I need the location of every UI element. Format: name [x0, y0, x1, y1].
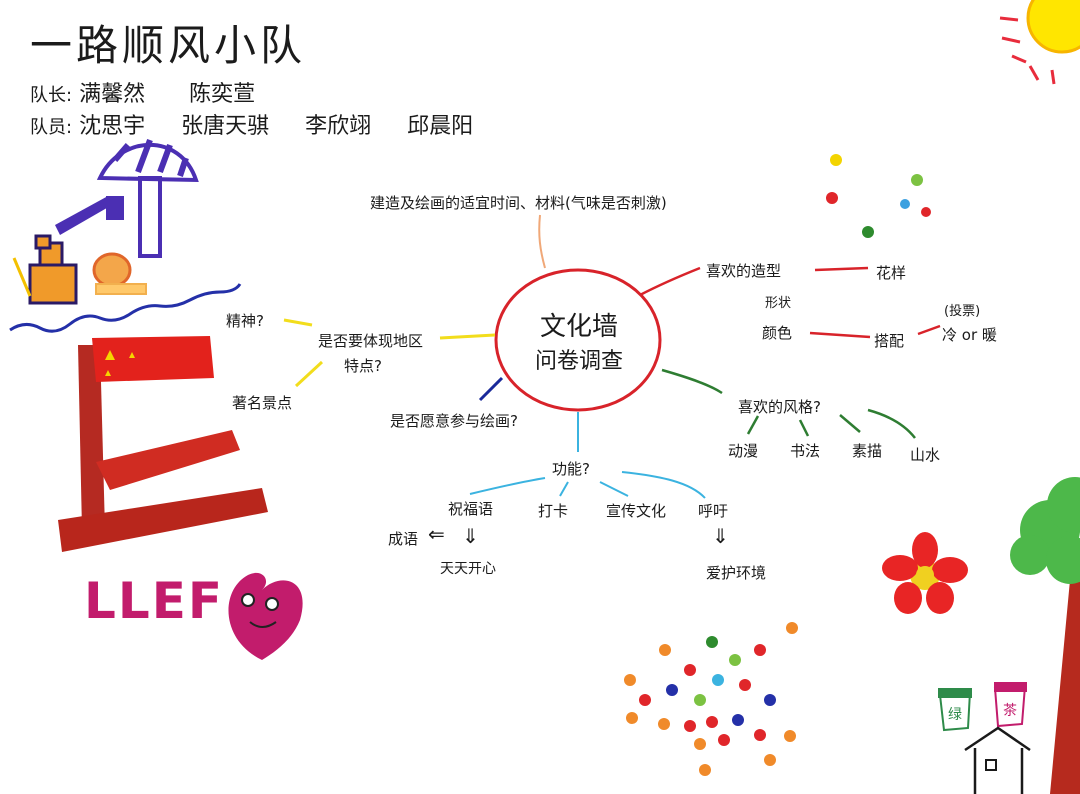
bottom-child-4: 呼吁	[698, 502, 729, 520]
team-name: 一路顺风小队	[30, 21, 307, 70]
captain-2: 陈奕萱	[189, 82, 256, 107]
right-top-child-line-3	[917, 324, 941, 336]
left-branch-line2: 特点?	[344, 357, 382, 375]
left-child-1: 精神?	[226, 312, 264, 330]
left-bottom-branch-node: 是否愿意参与绘画?	[390, 412, 518, 430]
member-2: 张唐天骐	[181, 114, 270, 139]
down-arrow-icon: ⇓	[462, 524, 479, 548]
center-circle	[494, 268, 662, 412]
center-line-1: 文化墙	[539, 312, 618, 342]
umbrella-icon	[55, 138, 199, 258]
style-child-3: 素描	[852, 442, 883, 460]
cup-label-2: 茶	[1003, 703, 1017, 719]
bottom-child-line-1	[469, 477, 546, 495]
right-top-child-line-2	[809, 331, 871, 339]
house-icon	[964, 726, 1031, 794]
bottom-child-line-3	[599, 481, 629, 497]
bottom-child-3: 宣传文化	[606, 502, 667, 520]
top-branch-line	[538, 214, 546, 269]
style-child-2: 书法	[790, 442, 821, 460]
vote-node: (投票)	[944, 304, 981, 319]
china-flag-icon	[58, 336, 268, 552]
bottom-child-line-2	[559, 481, 569, 497]
member-4: 邱晨阳	[407, 114, 474, 139]
right-bottom-branch-line	[661, 368, 723, 395]
left-bottom-branch-line	[478, 376, 504, 402]
cup-label-1: 绿	[948, 707, 962, 723]
bottom-child-2: 打卡	[538, 502, 569, 520]
member-row: 队员: 沈思宇 张唐天骐 李欣翊 邱晨阳	[30, 108, 473, 140]
left-branch-line	[439, 333, 496, 340]
top-branch-node: 建造及绘画的适宜时间、材料(气味是否刺激)	[370, 194, 667, 212]
wavy-line	[9, 283, 242, 333]
captain-row: 队长: 满馨然 陈奕萱	[30, 76, 255, 108]
right-bottom-child-line-4	[867, 408, 916, 439]
pattern-node: 花样	[876, 264, 907, 282]
toy-boxes-icon	[12, 234, 147, 305]
left-child-line-1	[283, 318, 313, 327]
love-text: LLEF	[84, 572, 225, 630]
right-top-child-line-1	[814, 266, 869, 272]
left-arrow-icon: ⇐	[428, 522, 445, 546]
left-branch-line1: 是否要体现地区	[318, 332, 424, 350]
left-child-2: 著名景点	[232, 394, 293, 412]
tree-icon	[1010, 477, 1080, 794]
bottom-child-line-4	[621, 471, 706, 499]
sun-icon	[999, 0, 1080, 85]
captain-1: 满馨然	[79, 82, 146, 107]
right-bottom-child-line-2	[798, 419, 810, 437]
small-flowers-bottom-icon	[624, 622, 798, 776]
style-child-4: 山水	[910, 446, 941, 464]
member-3: 李欣翊	[305, 114, 372, 139]
blessing-result: 天天开心	[440, 561, 496, 577]
shape-node: 形状	[765, 296, 792, 311]
right-top-branch-line	[639, 266, 701, 297]
red-flower-icon	[882, 532, 968, 614]
right-bottom-branch-node: 喜欢的风格?	[738, 398, 821, 416]
right-bottom-child-line-1	[746, 415, 760, 435]
captain-label: 队长:	[30, 85, 73, 106]
small-flowers-top-icon	[826, 154, 931, 238]
tea-cups-icon	[938, 682, 1027, 732]
bottom-child-1: 祝福语	[448, 500, 494, 518]
match-node: 搭配	[874, 332, 905, 350]
color-node: 颜色	[762, 324, 793, 342]
member-1: 沈思宇	[79, 114, 146, 139]
center-line-2: 问卷调查	[534, 349, 623, 374]
member-label: 队员:	[30, 117, 73, 138]
center-node: 文化墙 问卷调查	[520, 306, 638, 375]
blessing-idiom: 成语	[388, 530, 419, 548]
right-top-branch-node: 喜欢的造型	[706, 262, 782, 280]
appeal-result: 爱护环境	[706, 564, 767, 582]
right-bottom-child-line-3	[839, 414, 861, 433]
bottom-branch-node: 功能?	[552, 460, 590, 478]
style-child-1: 动漫	[728, 442, 759, 460]
down-arrow-icon-2: ⇓	[712, 524, 729, 548]
left-child-line-2	[294, 360, 324, 388]
heart-face-icon	[228, 572, 303, 660]
warm-cold-node: 冷 or 暖	[942, 326, 997, 344]
